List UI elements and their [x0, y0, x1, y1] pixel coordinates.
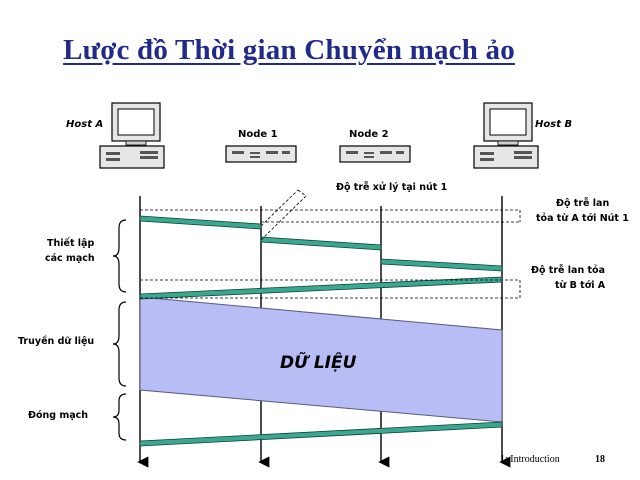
- host-a-label: Host A: [66, 119, 103, 130]
- node-1-label: Node 1: [238, 129, 278, 140]
- node-1-router-icon: [225, 145, 297, 163]
- data-label: DỮ LIỆU: [280, 350, 357, 373]
- prop-b-label-line2: từ B tới A: [555, 280, 606, 291]
- page-title: Lược đồ Thời gian Chuyển mạch ảo: [63, 34, 515, 66]
- phase-setup-line1: Thiết lập: [47, 238, 94, 249]
- proc-delay-label: Độ trễ xử lý tại nút 1: [336, 182, 447, 193]
- teardown-phase-brace: [112, 393, 127, 441]
- node-2-router-icon: [339, 145, 411, 163]
- prop-b-label-line1: Độ trễ lan tỏa: [531, 265, 605, 276]
- proc-delay-callout-top: [260, 189, 299, 227]
- footer-chapter: 1: Introduction: [500, 454, 560, 465]
- host-a-computer-icon: [99, 102, 165, 169]
- ack-signal-b-a: [139, 276, 503, 300]
- phase-transfer-label: Truyền dữ liệu: [18, 336, 94, 347]
- host-b-computer-icon: [473, 102, 539, 169]
- setup-phase-brace: [112, 219, 127, 293]
- proc-delay-callout-cap: [297, 189, 307, 197]
- phase-setup-line2: các mạch: [45, 253, 95, 264]
- prop-a-label-line2: tỏa từ A tới Nút 1: [536, 213, 629, 224]
- proc-delay-callout-bottom: [260, 195, 307, 241]
- transfer-phase-brace: [112, 301, 127, 387]
- host-b-label: Host B: [535, 119, 572, 130]
- teardown-signal: [139, 421, 503, 447]
- footer-page-number: 18: [595, 454, 605, 465]
- setup-signal-node2-b: [380, 258, 503, 272]
- setup-signal-a-node1: [139, 215, 262, 230]
- phase-teardown-label: Đóng mạch: [28, 410, 88, 421]
- node-2-label: Node 2: [349, 129, 389, 140]
- setup-signal-node1-node2: [260, 236, 382, 251]
- prop-a-label-line1: Độ trễ lan: [556, 198, 609, 209]
